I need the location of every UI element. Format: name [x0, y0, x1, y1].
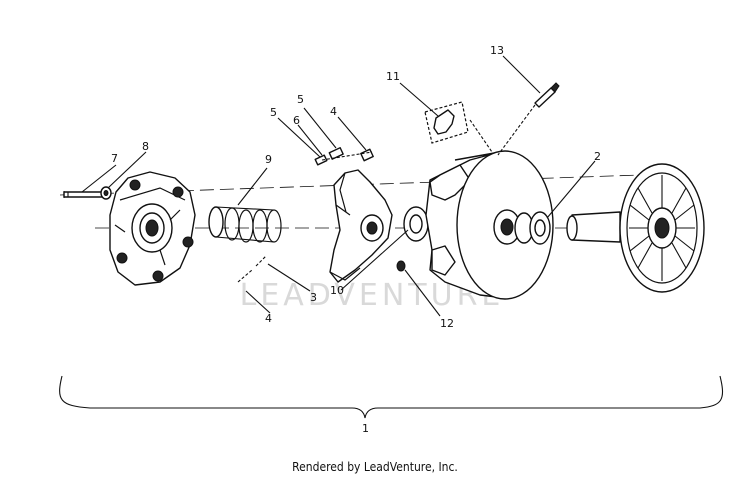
callout-11: 11 [386, 70, 400, 83]
callout-8: 8 [142, 140, 149, 153]
callout-7: 7 [111, 152, 118, 165]
screw-part-12 [396, 260, 406, 272]
spring-part-9 [208, 206, 282, 243]
callout-9: 9 [265, 153, 272, 166]
callout-6: 6 [293, 114, 300, 127]
callout-12: 12 [440, 317, 454, 330]
callout-1: 1 [362, 422, 369, 435]
callout-10: 10 [330, 284, 344, 297]
callout-2: 2 [594, 150, 601, 163]
button-part-11 [424, 101, 493, 153]
callout-3: 3 [310, 291, 317, 304]
callout-4-upper: 4 [330, 105, 337, 118]
leader-lines [81, 55, 596, 317]
pin-part-13 [497, 82, 560, 156]
roller-arm-part [329, 169, 393, 283]
assembly-bracket [59, 375, 724, 419]
pin-parts-4-5-6-upper [314, 147, 374, 166]
callout-labels: 1 2 3 4 4 5 5 6 7 8 9 10 11 12 13 [111, 44, 601, 435]
callout-5-upper: 5 [297, 93, 304, 106]
footer-credit: Rendered by LeadVenture, Inc. [292, 460, 458, 474]
bushing-part-2 [514, 211, 551, 245]
movable-sheave [425, 150, 554, 300]
callout-4-lower: 4 [265, 312, 272, 325]
callout-13: 13 [490, 44, 504, 57]
washer-part-10 [403, 206, 429, 242]
pin-parts-3-4-lower [237, 255, 267, 283]
cover-plate-spider [109, 171, 196, 286]
fixed-sheave-with-shaft [566, 163, 705, 293]
callout-5-left: 5 [270, 106, 277, 119]
bolt-part-7 [63, 191, 105, 198]
nut-part-8 [100, 186, 112, 200]
